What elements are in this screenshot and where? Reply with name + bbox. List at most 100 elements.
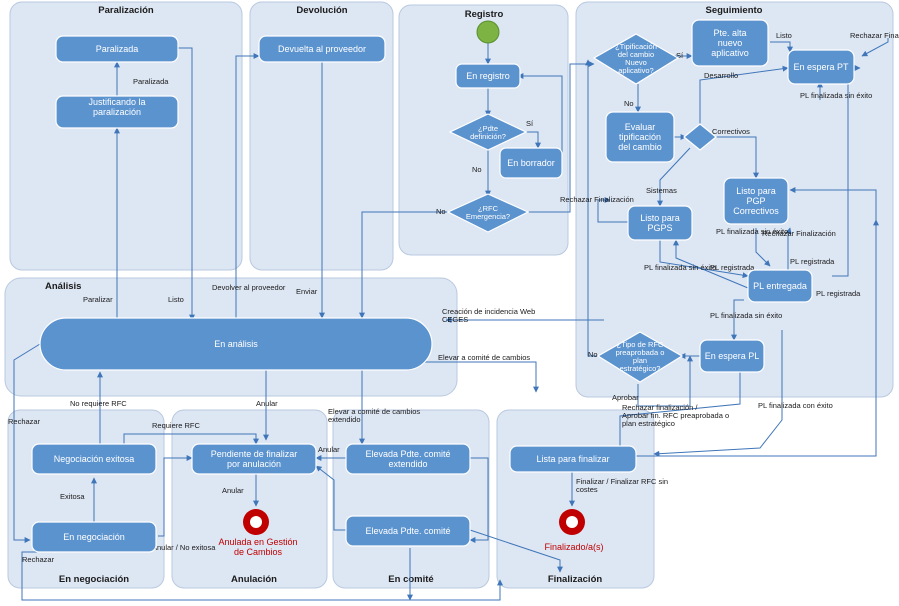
label-anular-1: Anular [256,399,278,408]
edge-borrador-registro [517,73,563,162]
label-si1: Sí [526,119,534,128]
edge-pl-rechazar [789,187,877,230]
decision-tipo-evaluar[interactable] [683,123,717,151]
node-en-analisis[interactable]: En análisis [39,317,433,371]
node-lista-finalizar[interactable]: Lista para finalizar [509,445,637,473]
lane-title-negociacion: En negociación [59,574,129,585]
label-paralizar: Paralizar [83,295,113,304]
lane-comite: En comité [332,409,490,589]
edge-analisis-rechazar [13,343,41,543]
label-rechazar-fin-pgps: Rechazar Finalización [560,195,634,204]
edge-extendido-lista [469,457,489,543]
node-neg-exitosa[interactable]: Negociación exitosa [31,443,157,475]
node-en-borrador[interactable]: En borrador [499,147,563,179]
label-pl-registrada-1: PL registrada [790,257,835,266]
lane-title-seguimiento: Seguimiento [705,5,762,16]
edge-plentregada-esperapl [731,299,744,341]
lane-title-finalizacion: Finalización [548,574,603,585]
label-exitosa: Exitosa [60,492,85,501]
node-pl-entregada[interactable]: PL entregada [747,269,813,303]
node-devuelta-label: Devuelta al proveedor [278,44,366,54]
node-en-registro[interactable]: En registro [455,63,521,89]
edge-analisis-elevar [424,361,539,393]
label-pl-registrada-2: PL registrada [710,263,755,272]
node-lista-finalizar-label: Lista para finalizar [536,454,609,464]
label-no-tipo: No [588,350,598,359]
node-devuelta[interactable]: Devuelta al proveedor [258,35,386,63]
label-anular-2: Anular [222,486,244,495]
lane-paralizacion: Paralización [9,1,243,271]
lane-title-devolucion: Devolución [296,5,347,16]
edge-altaapp-pt [770,41,793,53]
label-desarrollo: Desarrollo [704,71,738,80]
label-pl-registrada-3: PL registrada [816,289,861,298]
edges [13,38,889,601]
label-no-tip: No [624,99,634,108]
node-neg-exitosa-label: Negociación exitosa [54,454,135,464]
label-listo-par: Listo [168,295,184,304]
label-listo-pt: Listo [776,31,792,40]
label-devolver: Devolver al proveedor [212,283,286,292]
node-paralizada[interactable]: Paralizada [55,35,179,63]
node-elev-comite-label: Elevada Pdte. comité [365,526,450,536]
node-en-negociacion-label: En negociación [63,532,125,542]
edge-tipo-aprobar [637,355,693,407]
label-paralizada: Paralizada [133,77,169,86]
node-espera-pl-label: En espera PL [705,351,760,361]
node-en-registro-label: En registro [466,71,510,81]
lane-title-paralizacion: Paralización [98,5,154,16]
node-paralizada-label: Paralizada [96,44,139,54]
start-node [476,20,500,44]
node-espera-pl[interactable]: En espera PL [699,339,765,373]
edge-rfc-no [359,211,452,319]
edge-exitosa-requiere [123,433,259,445]
node-en-negociacion[interactable]: En negociación [31,521,157,553]
label-rechazar-2: Rechazar [22,555,55,564]
lane-title-registro: Registro [465,9,504,20]
edge-dec-sistemas [657,147,691,207]
node-elev-comite[interactable]: Elevada Pdte. comité [345,515,471,547]
edge-labels: Paralizada Paralizar Listo Devolver al p… [8,31,899,564]
label-si-tip: Sí [676,51,684,60]
edge-pgps-rechazar [597,197,628,223]
terminal-finalizado: Finalizado/a(s) [544,509,604,552]
edge-neg-anular [158,455,193,537]
edge-analisis-devuelta [235,53,260,318]
edge-tipo-no [585,59,600,357]
node-espera-pt[interactable]: En espera PT [787,49,855,85]
edge-espera-pl-finexito [653,330,783,457]
label-sistemas: Sistemas [646,186,677,195]
edge-paralizada-analisis [178,47,195,321]
edge-pgps-plentregada [659,240,749,279]
label-rechazar-1: Rechazar [8,417,41,426]
lane-title-anulacion: Anulación [231,574,277,585]
node-espera-pt-label: En espera PT [793,62,849,72]
label-no2: No [436,207,446,216]
edge-lista-rechazar [619,359,743,446]
